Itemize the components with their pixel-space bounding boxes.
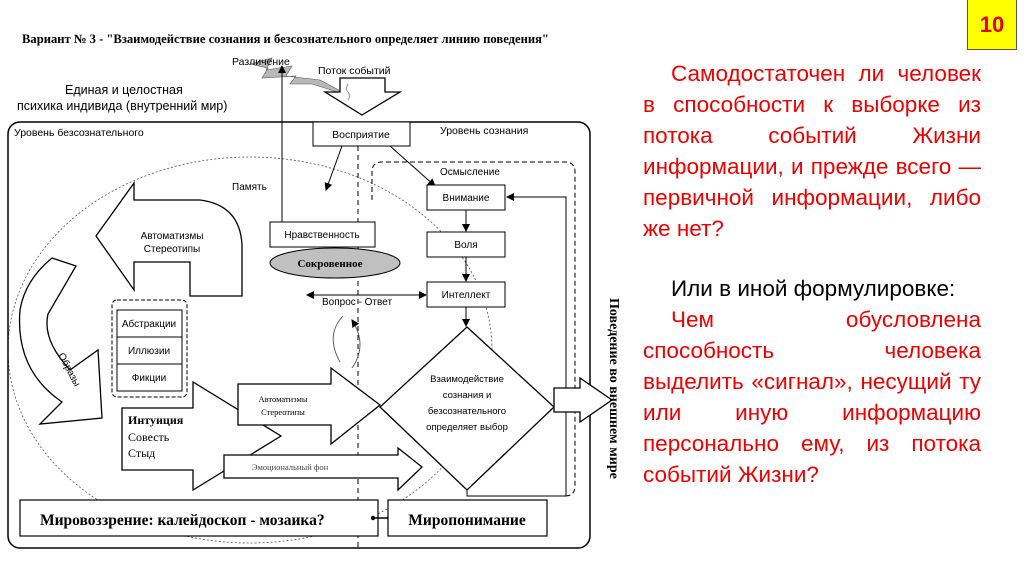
secret-label: Сокровенное [297,258,362,270]
event-flow-arrow [322,77,403,116]
reformulated-question: Чем обусловлена способность человека выд… [643,307,981,487]
comprehension-label: Осмысление [440,167,500,178]
world-understanding-label: Миропонимание [408,512,526,529]
automatisms-big-line-1: Автоматизмы [141,231,204,242]
emotional-background-label: Эмоциональный фон [252,462,329,472]
illusions-label: Иллюзии [128,346,170,357]
unconscious-level-label: Уровень безсознательного [14,127,144,139]
psyche-ellipse [7,156,493,544]
worldview-box [19,499,379,537]
memory-label: Память [232,182,267,193]
will-label: Воля [454,240,477,251]
main-question-text: Самодостаточен ли человек в способности … [643,61,981,241]
fictions-label: Фикции [132,373,166,384]
psyche-diagram: Вариант № 3 - "Взаимодействие сознания и… [7,32,621,549]
shame-label: Стыд [128,446,155,460]
emotional-background-arrow [223,446,423,492]
world-understanding-box [387,499,548,537]
automatisms-big-line-2: Стереотипы [144,244,200,255]
event-flow-label: Поток событий [318,65,391,77]
feedback-line [466,193,567,497]
conscience-label: Совесть [128,430,170,444]
secret-ellipse [269,247,401,279]
intuition-label: Интуиция [128,413,184,427]
attention-label: Внимание [443,193,490,204]
decision-line-1: Взаимодействие [430,374,504,385]
psyche-title-line2: психика индивида (внутренний мир) [17,99,227,113]
main-question: Самодостаточен ли человек в способности … [643,58,981,244]
automatisms-small-arrow [237,366,382,446]
abstractions-label: Абстракции [122,318,176,330]
cycle-arrows-icon [332,316,361,369]
diagram-title: Вариант № 3 - "Взаимодействие сознания и… [22,32,549,46]
psyche-title-line1: Единая и целостная [65,83,183,97]
morality-box [269,221,376,248]
psyche-frame [7,121,591,549]
reformulation-intro: Или в иной формулировке: [671,276,956,301]
perception-label: Восприятие [332,129,390,141]
decision-line-2: сознания и [443,390,492,401]
decision-line-4: определяет выбор [426,422,508,433]
morality-label: Нравственность [284,230,359,241]
intellect-label: Интеллект [442,290,491,301]
decision-line-3: безсознательного [428,406,506,417]
question-answer-label: Вопрос - Ответ [322,297,392,308]
behavior-label: Поведение во внешнем мире [606,298,621,479]
comprehension-region [371,161,576,497]
intellect-box [426,281,506,308]
images-arrow [18,257,103,425]
conscious-level-label: Уровень сознания [440,125,528,137]
perception-box [312,121,411,147]
automatisms-arrow [95,180,243,297]
slide-number-badge: 10 [967,0,1017,50]
behavior-output-arrow [553,376,614,424]
reformulation: Или в иной формулировке: Чем обусловлена… [643,273,981,490]
automatisms-small-line-2: Стереотипы [261,407,305,417]
distinction-label: Различение [232,56,290,68]
automatisms-small-line-1: Автоматизмы [258,394,307,404]
worldview-label: Мировоззрение: калейдоскоп - мозаика? [40,512,325,529]
abstractions-group [111,299,188,398]
